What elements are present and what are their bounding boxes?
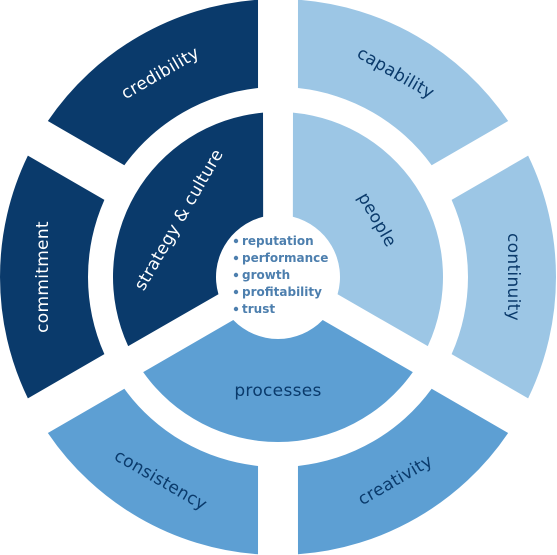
label-continuity: continuity [503, 233, 523, 321]
segment-credibility [47, 0, 259, 166]
segment-consistency [47, 388, 259, 555]
center-list: reputation performance growth profitability… [233, 234, 328, 316]
center-item-reputation: reputation [242, 234, 314, 248]
center-bullet [233, 238, 239, 244]
segment-strategy-culture [113, 112, 264, 347]
center-item-growth: growth [242, 268, 290, 282]
segment-continuity [451, 155, 556, 399]
label-processes: processes [234, 381, 321, 401]
center-item-trust: trust [242, 302, 275, 316]
label-commitment: commitment [33, 221, 53, 333]
center-item-profitability: profitability [242, 285, 322, 299]
center-bullet [233, 255, 239, 261]
center-bullet [233, 306, 239, 312]
segment-processes [143, 319, 413, 443]
segment-capability [297, 0, 509, 166]
center-bullet [233, 272, 239, 278]
segment-creativity [297, 388, 509, 555]
center-bullet [233, 289, 239, 295]
center-item-performance: performance [242, 251, 328, 265]
segment-people [292, 112, 443, 347]
segment-commitment [0, 155, 105, 399]
